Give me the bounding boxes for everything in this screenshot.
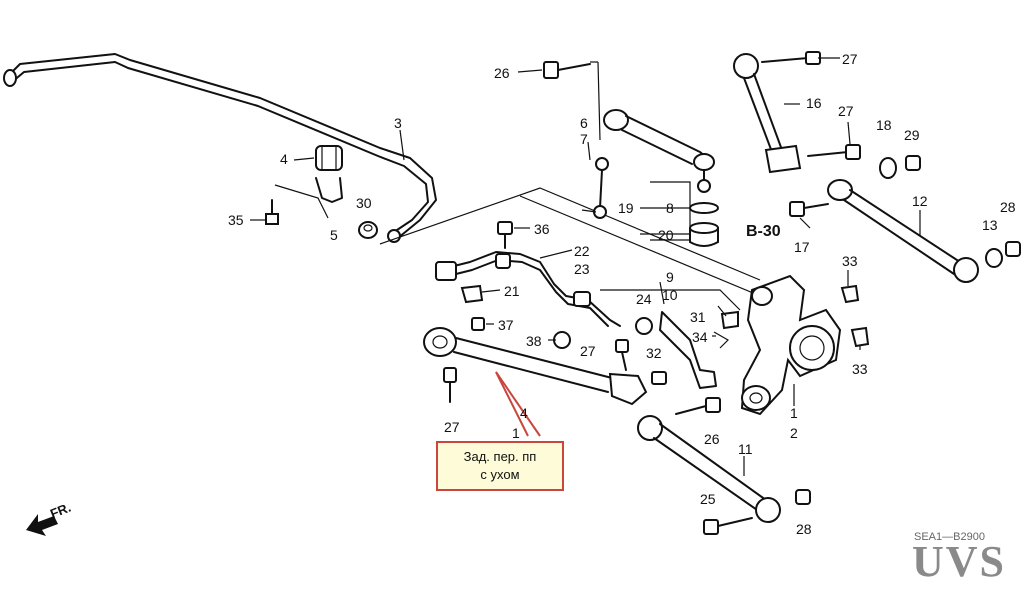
label-28-lower: 28: [796, 521, 812, 537]
label-33-lower: 33: [852, 361, 868, 377]
upper-arm: [603, 109, 715, 193]
bushing-20: [689, 222, 719, 247]
knuckle-hub: [740, 274, 842, 416]
label-5: 5: [330, 227, 338, 243]
abs-sensor-harness: [435, 251, 621, 327]
nut-28-right: [1005, 241, 1021, 257]
label-12: 12: [912, 193, 928, 209]
stabilizer-bar: [3, 53, 437, 243]
nut-28-lower: [795, 489, 811, 505]
upper-link-16: [733, 53, 802, 174]
nut-33-lower: [850, 326, 870, 348]
nut-29: [905, 155, 921, 171]
bolt-27-left: [443, 367, 457, 403]
label-27-top: 27: [842, 51, 858, 67]
label-1-arm: 1: [512, 425, 520, 441]
bolt-35: [265, 199, 279, 225]
label-31: 31: [690, 309, 706, 325]
bolt-26-top: [543, 61, 598, 79]
callout-pointer: [495, 371, 541, 437]
bushing-18: [879, 157, 897, 179]
label-20: 20: [658, 227, 674, 243]
watermark-logo: UVS: [912, 537, 1007, 586]
label-35: 35: [228, 212, 244, 228]
label-18: 18: [876, 117, 892, 133]
trailing-arm-14: [423, 327, 648, 406]
washer-24: [635, 317, 653, 335]
label-16: 16: [806, 95, 822, 111]
label-37: 37: [498, 317, 514, 333]
label-27-left: 27: [444, 419, 460, 435]
label-7: 7: [580, 131, 588, 147]
washer-8: [689, 202, 719, 214]
subframe-outline: [379, 61, 771, 311]
arm-12: [827, 179, 979, 283]
label-24: 24: [636, 291, 652, 307]
leader-lines: [250, 57, 921, 476]
clip-34: [713, 331, 729, 349]
front-arrow-icon: [26, 514, 58, 536]
callout-line-1: Зад. пер. пп: [463, 449, 537, 464]
label-4-arm: 4: [520, 405, 528, 421]
label-34: 34: [692, 329, 708, 345]
label-3: 3: [394, 115, 402, 131]
reference-b30: B-30: [746, 223, 781, 240]
bolt-36: [497, 221, 513, 249]
label-19: 19: [618, 200, 634, 216]
bracket-10: [659, 311, 717, 389]
bolt-26-lower: [675, 397, 721, 415]
label-33-upper: 33: [842, 253, 858, 269]
label-4: 4: [280, 151, 288, 167]
label-36: 36: [534, 221, 550, 237]
label-6: 6: [580, 115, 588, 131]
bolt-27-top: [761, 51, 821, 65]
diagram-code: SEA1—B2900: [914, 531, 985, 543]
bushing-bracket: [274, 177, 343, 219]
part-labels: 26 3 4 5 35 30 6 7 19 8 20 27 16 27 18 2…: [228, 51, 1016, 537]
nut-30: [358, 221, 378, 239]
label-29: 29: [904, 127, 920, 143]
label-13: 13: [982, 217, 998, 233]
bolt-27-mid: [807, 144, 861, 160]
label-26-lower: 26: [704, 431, 720, 447]
label-22: 22: [574, 243, 590, 259]
label-26-top: 26: [494, 65, 510, 81]
label-27-center: 27: [580, 343, 596, 359]
label-2: 2: [790, 425, 798, 441]
stabilizer-link: [581, 157, 609, 219]
label-10: 10: [662, 287, 678, 303]
label-38: 38: [526, 333, 542, 349]
label-23: 23: [574, 261, 590, 277]
label-27-mid: 27: [838, 103, 854, 119]
label-1-knuckle: 1: [790, 405, 798, 421]
bolt-37: [471, 317, 485, 331]
label-17: 17: [794, 239, 810, 255]
bolt-32: [651, 371, 667, 385]
label-11: 11: [738, 441, 753, 457]
lower-arm-11: [637, 415, 781, 523]
bolt-17: [789, 201, 829, 217]
nut-33-upper: [840, 284, 860, 304]
label-25: 25: [700, 491, 716, 507]
stabilizer-bushing: [315, 145, 343, 171]
callout-line-2: с ухом: [480, 467, 520, 482]
bolt-38: [553, 331, 571, 349]
label-32: 32: [646, 345, 662, 361]
label-28-right: 28: [1000, 199, 1016, 215]
label-21: 21: [504, 283, 520, 299]
label-9: 9: [666, 269, 674, 285]
label-30: 30: [356, 195, 372, 211]
label-8: 8: [666, 200, 674, 216]
callout-note: Зад. пер. пп с ухом: [436, 441, 564, 491]
bolt-25: [703, 517, 753, 535]
bolt-27-center: [615, 339, 629, 371]
bushing-13: [985, 248, 1003, 268]
